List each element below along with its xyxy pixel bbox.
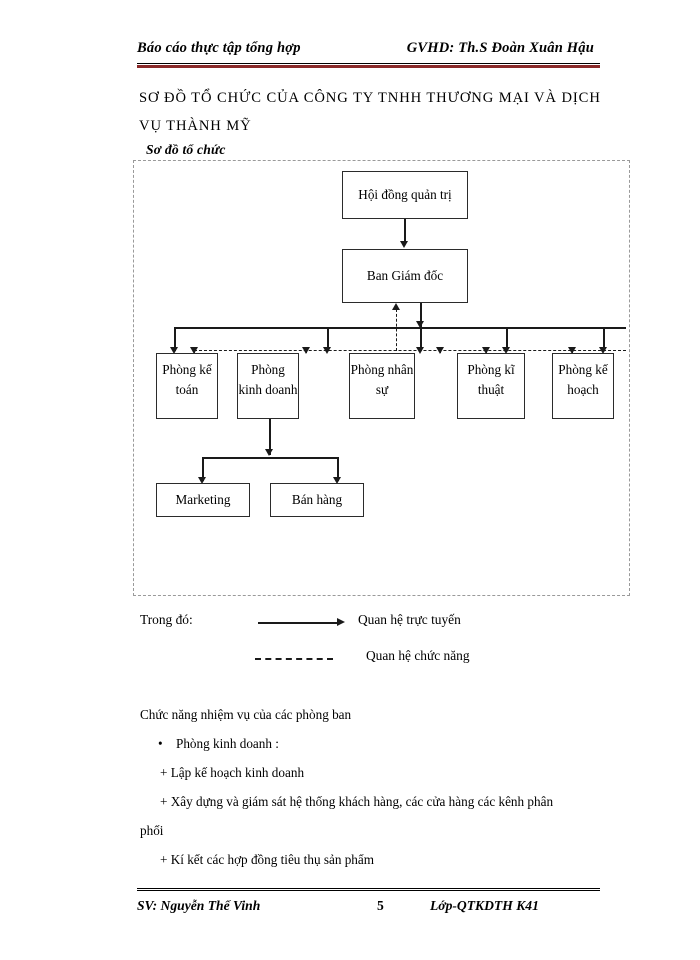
body-list-item-2: + Xây dựng và giám sát hệ thống khách hà…	[140, 787, 605, 845]
arrowhead-dashed-business	[302, 347, 310, 354]
body-list-item-1: + Lập kế hoạch kinh doanh	[160, 765, 305, 780]
arrowhead-marketing	[198, 477, 206, 484]
arrowhead-solid-hr	[416, 347, 424, 354]
section-subtitle: Sơ đồ tổ chức	[146, 142, 226, 157]
body-intro-paragraph: Chức năng nhiệm vụ của các phòng ban	[140, 707, 352, 722]
legend-dashed-text: Quan hệ chức năng	[366, 648, 470, 663]
arrowhead-dashed-planning	[568, 347, 576, 354]
arrowhead-management-stem	[416, 321, 424, 328]
legend-arrowhead-icon	[337, 618, 345, 626]
header-left-text: Báo cáo thực tập tổng hợp	[137, 40, 301, 56]
legend-intro-label: Trong đó:	[140, 612, 193, 627]
footer-divider	[137, 888, 600, 891]
connector-board-to-management	[404, 219, 406, 243]
page-title-line-1: SƠ ĐỒ TỔ CHỨC CỦA CÔNG TY TNHH THƯƠNG MẠ…	[139, 90, 601, 106]
bus-line-solid	[174, 327, 626, 329]
connector-solid-to-accounting	[174, 327, 176, 351]
arrowhead-solid-accounting	[170, 347, 178, 354]
arrowhead-solid-technical	[502, 347, 510, 354]
body-content: Chức năng nhiệm vụ của các phòng ban • P…	[140, 700, 605, 874]
legend-solid-line-icon	[258, 622, 338, 624]
legend-row-solid: Trong đó: Quan hệ trực tuyến	[140, 610, 610, 646]
org-node-business: Phòng kinh doanh	[237, 353, 299, 419]
arrowhead-board-to-management	[400, 241, 408, 248]
org-node-management: Ban Giám đốc	[342, 249, 468, 303]
org-node-hr: Phòng nhân sự	[349, 353, 415, 419]
page-number: 5	[377, 898, 384, 913]
arrowhead-business-stem	[265, 449, 273, 456]
connector-solid-to-business	[327, 327, 329, 351]
connector-feedback-to-management	[396, 309, 397, 351]
org-node-planning: Phòng kế hoạch	[552, 353, 614, 419]
footer-class: Lớp-QTKDTH K41	[430, 898, 539, 913]
connector-management-stem	[420, 303, 422, 327]
org-node-marketing-label: Marketing	[175, 492, 231, 507]
body-list-item-2-line-2: phối	[140, 823, 164, 838]
connector-to-sales	[337, 457, 339, 481]
org-node-technical-label: Phòng kĩ thuật	[467, 362, 515, 397]
page-title-line-2: VỤ THÀNH MỸ	[139, 118, 252, 134]
org-node-hr-label: Phòng nhân sự	[350, 362, 414, 397]
org-node-accounting-label: Phòng kế toán	[162, 362, 212, 397]
body-list-item-3: + Kí kết các hợp đồng tiêu thụ sản phẩm	[160, 852, 375, 867]
legend-solid-text: Quan hệ trực tuyến	[358, 612, 461, 627]
arrowhead-dashed-hr	[436, 347, 444, 354]
header-divider	[137, 63, 600, 68]
legend-row-dashed: Quan hệ chức năng	[140, 646, 610, 682]
org-node-marketing: Marketing	[156, 483, 250, 517]
org-chart: Hội đồng quản trị Ban Giám đốc	[134, 161, 629, 595]
connector-business-stem	[269, 419, 271, 455]
bus-line-dashed	[194, 350, 626, 351]
connector-solid-to-planning	[603, 327, 605, 351]
arrowhead-solid-planning	[599, 347, 607, 354]
org-node-sales: Bán hàng	[270, 483, 364, 517]
org-node-board: Hội đồng quản trị	[342, 171, 468, 219]
org-node-business-label: Phòng kinh doanh	[238, 362, 298, 397]
arrowhead-dashed-technical	[482, 347, 490, 354]
org-chart-frame: Hội đồng quản trị Ban Giám đốc	[133, 160, 630, 596]
connector-solid-to-hr	[420, 327, 422, 351]
connector-to-marketing	[202, 457, 204, 481]
org-node-technical: Phòng kĩ thuật	[457, 353, 525, 419]
org-node-board-label: Hội đồng quản trị	[358, 187, 452, 202]
arrowhead-dashed-accounting	[190, 347, 198, 354]
arrowhead-solid-business	[323, 347, 331, 354]
org-node-sales-label: Bán hàng	[291, 492, 343, 507]
body-bullet-item: • Phòng kinh doanh :	[140, 729, 605, 758]
body-list-item-2-line-1: + Xây dựng và giám sát hệ thống khách hà…	[160, 794, 554, 809]
org-node-planning-label: Phòng kế hoạch	[558, 362, 608, 397]
page-header: Báo cáo thực tập tổng hợp GVHD: Th.S Đoà…	[137, 40, 600, 57]
page-title: SƠ ĐỒ TỔ CHỨC CỦA CÔNG TY TNHH THƯƠNG MẠ…	[139, 84, 604, 140]
body-bullet-label: Phòng kinh doanh :	[176, 736, 279, 751]
org-node-management-label: Ban Giám đốc	[366, 268, 444, 283]
arrowhead-sales	[333, 477, 341, 484]
bus-line-business-children	[202, 457, 338, 459]
org-node-accounting: Phòng kế toán	[156, 353, 218, 419]
bullet-icon: •	[158, 736, 163, 751]
connector-solid-to-technical	[506, 327, 508, 351]
footer-author: SV: Nguyễn Thế Vinh	[137, 898, 261, 913]
header-right-text: GVHD: Th.S Đoàn Xuân Hậu	[406, 40, 594, 56]
arrowhead-feedback-to-management	[392, 303, 400, 310]
legend-dashed-line-icon	[255, 658, 333, 660]
diagram-legend: Trong đó: Quan hệ trực tuyến Quan hệ chứ…	[140, 610, 610, 682]
